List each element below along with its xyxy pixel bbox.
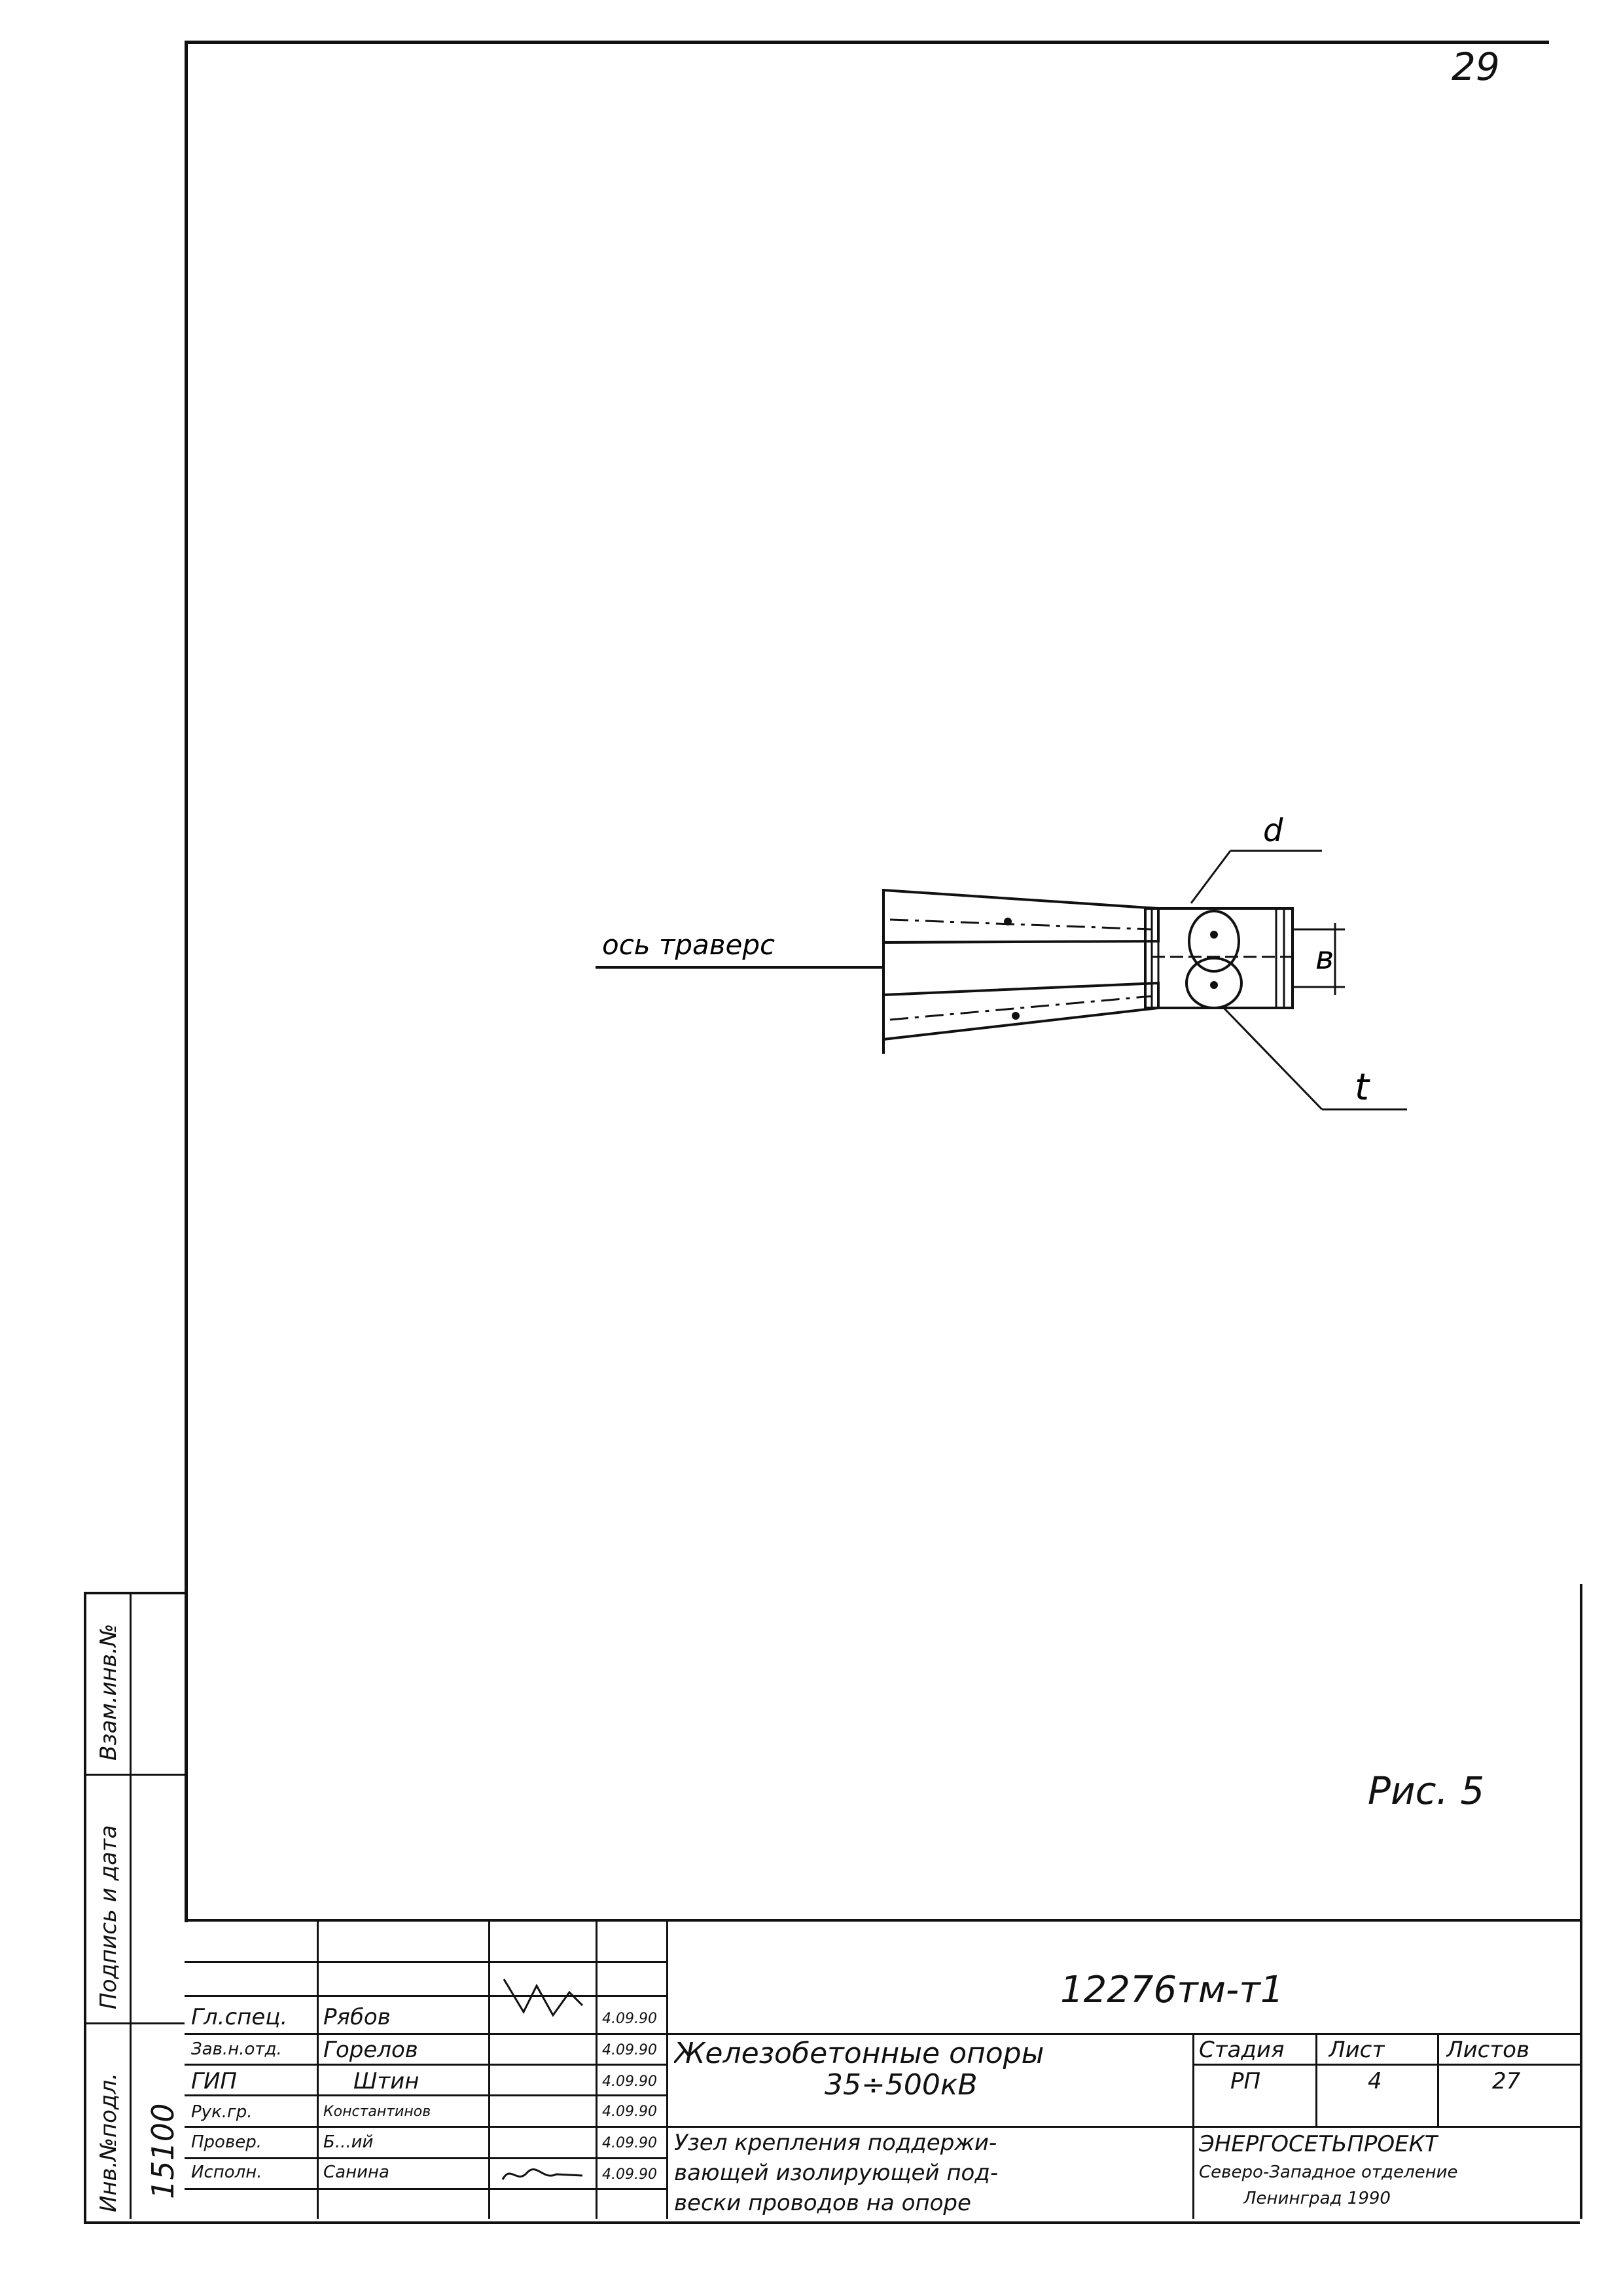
dimension-t-label: t (1355, 1066, 1370, 1109)
grid-col-2 (488, 1919, 490, 2219)
row-2-role: Зав.н.отд. (191, 2039, 282, 2059)
row-5-date: 4.09.90 (602, 2135, 657, 2151)
side-stamp-row-1 (84, 1774, 185, 1776)
org-name: ЭНЕРГОСЕТЬПРОЕКТ (1199, 2131, 1438, 2157)
row-2-name: Горелов (323, 2037, 418, 2063)
row-3-name: Штин (353, 2068, 419, 2094)
bolt-hole-upper (1188, 910, 1240, 973)
row-2-date: 4.09.90 (602, 2042, 657, 2058)
figure-caption: Рис. 5 (1368, 1768, 1485, 1813)
row-1-date: 4.09.90 (602, 2011, 657, 2027)
org-branch-1: Северо-Западное отделение (1199, 2162, 1458, 2182)
grid-row-c (185, 2033, 1580, 2035)
grid-row-a (185, 1961, 666, 1963)
dimension-b-label: в (1315, 940, 1334, 977)
row-4-role: Рук.гр. (191, 2102, 253, 2122)
page-number: 29 (1452, 45, 1500, 89)
row-4-date: 4.09.90 (602, 2104, 657, 2120)
sheets-value: 27 (1492, 2068, 1521, 2094)
grid-row-stage (1192, 2064, 1580, 2066)
row-3-role: ГИП (191, 2068, 237, 2094)
subtitle-line-2: вающей изолирующей под- (674, 2160, 999, 2186)
side-inv-number: 15100 (145, 2103, 181, 2199)
sheets-header: Листов (1446, 2037, 1530, 2063)
grid-row-d (185, 2064, 666, 2066)
row-1-name: Рябов (323, 2004, 391, 2030)
upper-member (882, 888, 1160, 944)
side-label-podpis-data: Подпись и дата (96, 1825, 122, 2009)
grid-row-h (185, 2188, 666, 2190)
frame-right-rule (1580, 1584, 1582, 2219)
stage-header: Стадия (1199, 2037, 1285, 2063)
grid-col-sheets (1437, 2033, 1439, 2126)
title-line-1: Железобетонные опоры (674, 2037, 1044, 2070)
stage-value: РП (1230, 2068, 1261, 2094)
frame-top-rule (185, 41, 1546, 44)
grid-row-e (185, 2094, 666, 2096)
title-block (185, 1919, 1580, 2224)
row-5-role: Провер. (191, 2132, 262, 2152)
title-line-2: 35÷500кВ (825, 2068, 978, 2102)
grid-col-stage (1192, 2033, 1194, 2126)
lower-member (882, 981, 1160, 1041)
traverse-node-drawing: ось траверс d в t (596, 812, 1407, 1111)
grid-col-sheet (1315, 2033, 1317, 2126)
grid-row-f (185, 2126, 1580, 2128)
bolt-hole-lower (1185, 957, 1243, 1009)
row-5-name: Б...ий (323, 2132, 374, 2152)
side-stamp (84, 1592, 187, 2224)
row-6-date: 4.09.90 (602, 2166, 657, 2183)
subtitle-line-1: Узел крепления поддержи- (674, 2130, 997, 2156)
grid-col-3 (596, 1919, 597, 2219)
side-stamp-row-2 (84, 2022, 185, 2024)
doc-code: 12276тм-т1 (1060, 1969, 1284, 2011)
side-label-vzam-inv: Взам.инв.№ (96, 1623, 122, 1761)
sheet-header: Лист (1329, 2037, 1385, 2063)
axis-label: ось траверс (602, 929, 775, 961)
grid-col-1 (317, 1919, 319, 2219)
grid-col-4 (666, 1919, 668, 2219)
dimension-d-label: d (1263, 812, 1283, 849)
row-1-role: Гл.спец. (191, 2004, 288, 2030)
side-stamp-divider (130, 1592, 132, 2219)
row-3-date: 4.09.90 (602, 2073, 657, 2090)
signature-sanina (501, 2168, 583, 2180)
side-label-inv-podl: Инв.№подл. (96, 2073, 122, 2212)
row-4-name: Константинов (323, 2104, 431, 2120)
org-branch-2: Ленинград 1990 (1243, 2189, 1391, 2208)
subtitle-line-3: вески проводов на опоре (674, 2190, 971, 2216)
grid-row-g (185, 2157, 666, 2159)
signature-ryabov (503, 1979, 584, 2017)
row-6-name: Санина (323, 2162, 389, 2182)
row-6-role: Исполн. (191, 2162, 262, 2182)
grid-col-org (1192, 2126, 1194, 2219)
grid-row-b (185, 1995, 666, 1997)
sheet-value: 4 (1368, 2068, 1382, 2094)
